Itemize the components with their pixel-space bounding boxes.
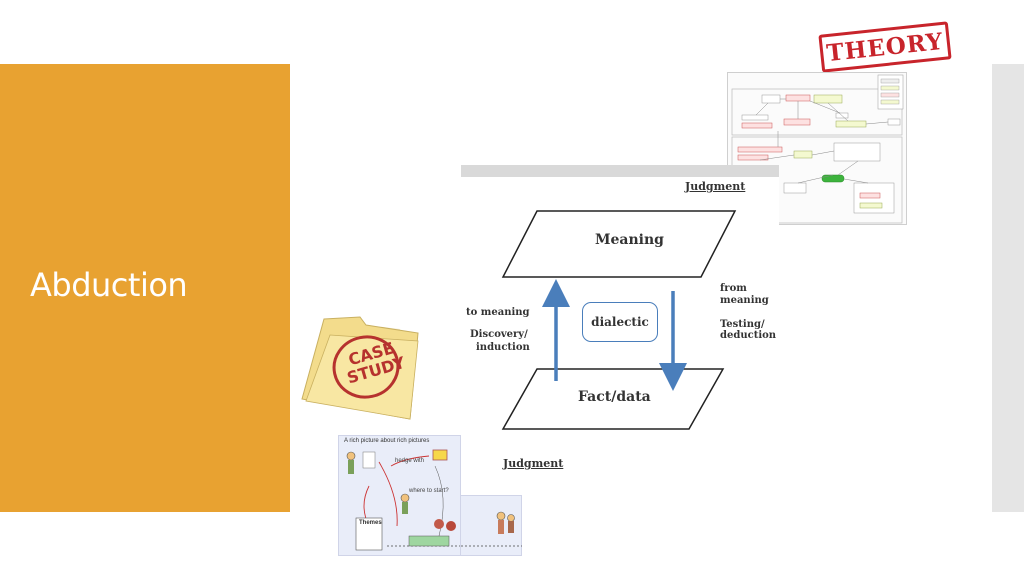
left-label-discovery: Discovery/ (470, 329, 528, 340)
diagram-shapes (501, 210, 737, 430)
diagram-top-bar (461, 165, 779, 177)
right-strip (992, 64, 1024, 512)
theory-stamp-text: THEORY (825, 27, 945, 67)
fact-data-label: Fact/data (578, 389, 651, 405)
rich-picture-image: A rich picture about rich pictures hedge… (338, 435, 461, 556)
folder-graphic (301, 316, 419, 420)
rich-picture-extension (461, 495, 522, 556)
meaning-label: Meaning (595, 232, 664, 248)
concept-map-graphic (731, 74, 904, 224)
meaning-fact-diagram: Judgment Meaning Fact/data dialectic to … (461, 165, 779, 485)
rich-picture-title: A rich picture about rich pictures (344, 438, 430, 444)
rich-picture-extension-graphic (461, 511, 522, 547)
theory-stamp: THEORY (818, 21, 952, 73)
rich-picture-graphic (346, 449, 460, 551)
left-label-to-meaning: to meaning (466, 307, 530, 318)
judgment-bottom-label: Judgment (503, 457, 564, 470)
right-label-meaning: meaning (720, 295, 769, 306)
right-label-from: from (720, 283, 747, 294)
dialectic-box: dialectic (582, 302, 658, 342)
case-study-folder-image: CASE STUDY (300, 315, 430, 425)
theory-concept-map-image (727, 72, 907, 225)
rich-picture-note2: where to start? (409, 488, 449, 494)
slide-title: Abduction (30, 266, 188, 304)
rich-picture-themes: Themes (359, 520, 382, 526)
rich-picture-note1: hedge with (395, 458, 425, 464)
right-label-testing: Testing/ (720, 319, 765, 330)
judgment-top-label: Judgment (685, 180, 746, 193)
right-label-deduction: deduction (720, 330, 777, 341)
dialectic-label: dialectic (591, 315, 649, 329)
side-panel (0, 64, 290, 512)
left-label-induction: induction (476, 342, 530, 353)
meaning-parallelogram (501, 210, 737, 278)
